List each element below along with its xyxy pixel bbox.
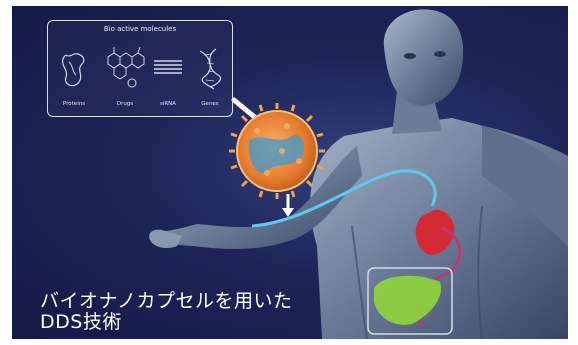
protein-structure-icon [54, 37, 94, 97]
molecule-label-drugs: Drugs [104, 101, 146, 107]
image-frame: Bio active molecules Proteins Drugs siRN… [12, 6, 568, 339]
bio-active-molecules-panel: Bio active molecules Proteins Drugs siRN… [47, 20, 233, 117]
caption-line-1: バイオナノカプセルを用いた [40, 291, 293, 312]
panel-title: Bio active molecules [48, 25, 232, 33]
drug-molecule-icon [98, 37, 150, 97]
molecule-label-proteins: Proteins [53, 101, 95, 107]
molecule-label-genes: Genes [189, 101, 231, 107]
molecule-label-sirna: siRNA [147, 101, 189, 107]
sirna-strands-icon [148, 37, 188, 97]
dna-helix-icon [190, 37, 230, 97]
caption: バイオナノカプセルを用いた DDS技術 [40, 291, 293, 333]
caption-line-2: DDS技術 [40, 312, 293, 333]
bio-nanocapsule-particle [227, 101, 327, 201]
